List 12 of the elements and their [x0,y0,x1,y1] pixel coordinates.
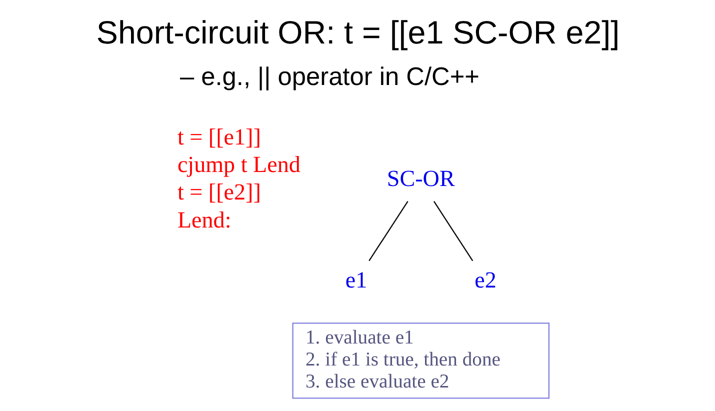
diagram-title: Short-circuit OR: t = [[e1 SC-OR e2]] [96,14,620,50]
label: t = [[e1]] [176,123,260,150]
node-text: e1 [344,266,367,292]
connector [368,201,408,262]
node-box: 1. evaluate e1 2. if e1 is true, then done 3. else evaluate e2 [292,322,550,399]
label: t = [[e2]] [176,178,260,205]
node-text: e2 [474,266,496,292]
node-text: SC-OR [386,164,454,191]
label: cjump t Lend [176,151,300,178]
label: Lend: [176,206,231,232]
connector [432,201,473,262]
label: – e.g., || operator in C/C++ [179,63,479,92]
